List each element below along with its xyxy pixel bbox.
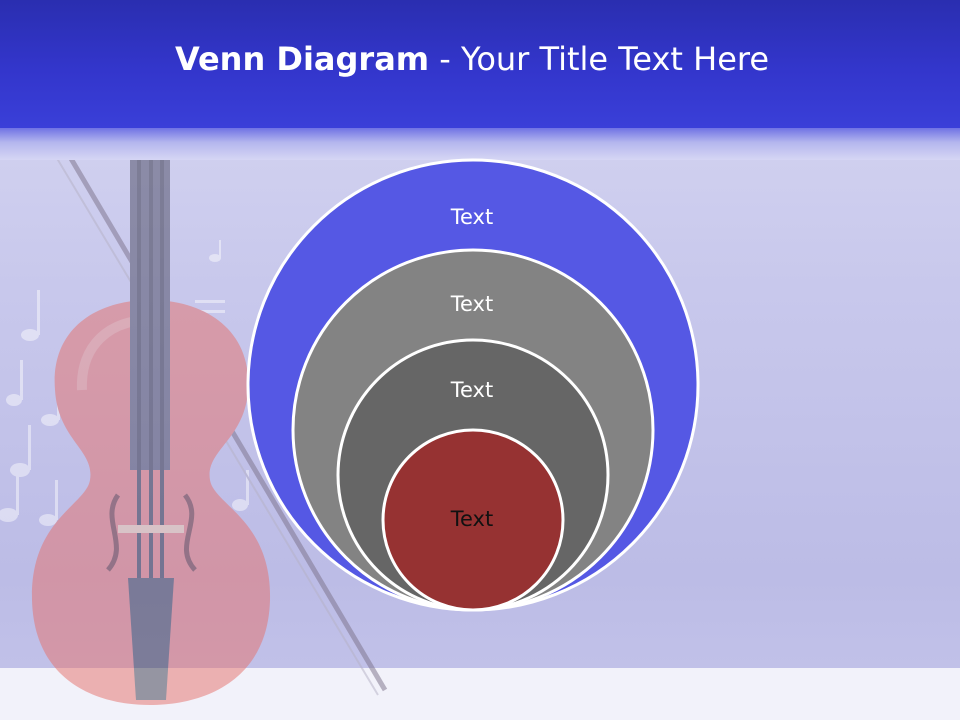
violin-illustration [0, 120, 388, 705]
slide-title-bold: Venn Diagram [174, 40, 430, 78]
slide-title: Venn Diagram - Your Title Text Here [0, 40, 944, 78]
title-bar [0, 0, 960, 128]
venn-label-inner: Text [450, 507, 493, 531]
venn-label-outer: Text [450, 205, 493, 229]
venn-circle-inner [381, 428, 565, 612]
slide-title-rest: - Your Title Text Here [429, 40, 770, 78]
title-bar-fade [0, 128, 960, 160]
venn-label-second: Text [450, 292, 493, 316]
venn-diagram: Text Text Text Text [246, 158, 700, 612]
music-notes-icon [0, 240, 249, 526]
venn-label-third: Text [450, 378, 493, 402]
